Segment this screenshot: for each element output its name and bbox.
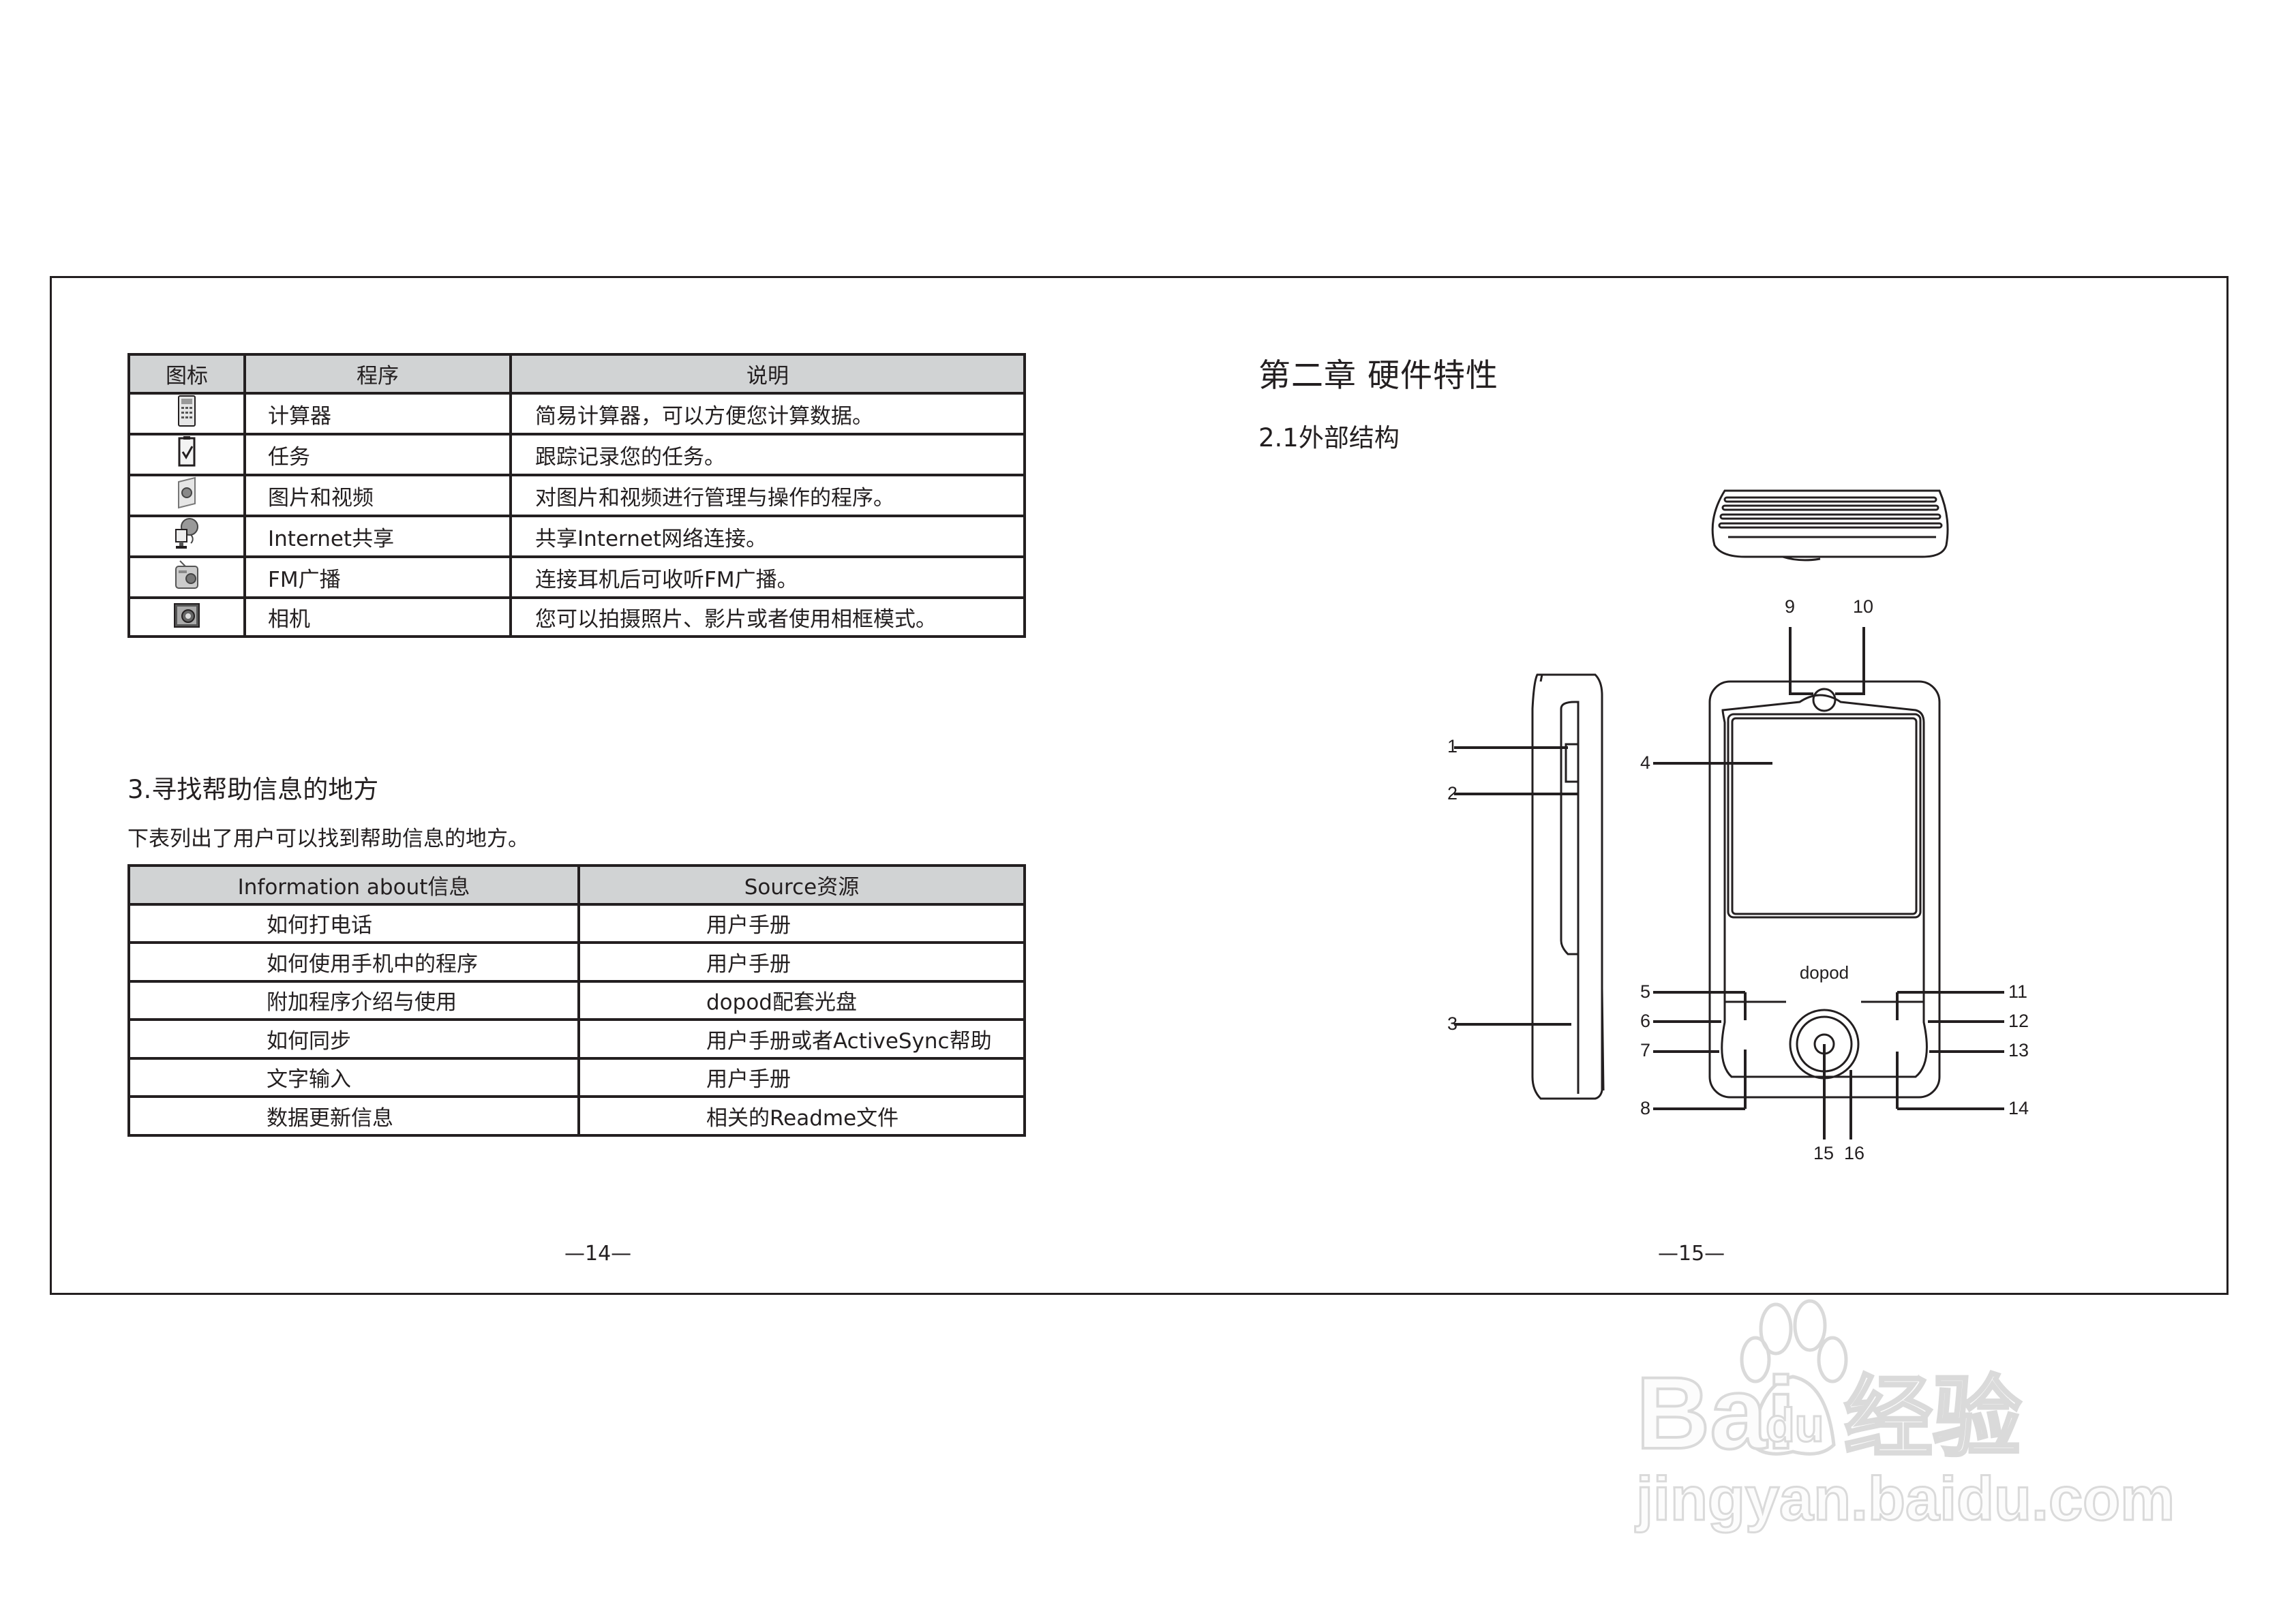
svg-text:dopod: dopod — [1800, 962, 1849, 983]
callout-14: 14 — [2008, 1098, 2029, 1118]
section-title: 3.寻找帮助信息的地方 — [127, 775, 379, 804]
camera-icon — [173, 600, 200, 635]
baidu-jingyan-watermark: Bai du 经验 jingyan.baidu.com — [1616, 1281, 2181, 1540]
pictures-videos-icon — [177, 476, 197, 515]
table-row: 如何打电话 用户手册 — [127, 902, 1026, 944]
table-row: 文字输入 用户手册 — [127, 1056, 1026, 1098]
header-information: Information about信息 — [127, 864, 580, 906]
callout-12: 12 — [2008, 1011, 2029, 1031]
callout-11: 11 — [2008, 981, 2028, 1002]
table-row: FM广播 连接耳机后可收听FM广播。 — [127, 555, 1026, 599]
program-name: 图片和视频 — [243, 474, 512, 517]
table-row: 计算器 简易计算器，可以方便您计算数据。 — [127, 392, 1026, 435]
program-name: 任务 — [243, 433, 512, 476]
info-cell: 文字输入 — [127, 1056, 580, 1098]
info-cell: 附加程序介绍与使用 — [127, 979, 580, 1021]
callout-4: 4 — [1640, 752, 1651, 773]
source-cell: 用户手册 — [577, 902, 1026, 944]
svg-text:经验: 经验 — [1844, 1366, 2021, 1469]
source-cell: 用户手册或者ActiveSync帮助 — [577, 1018, 1026, 1060]
help-sources-table: Information about信息 Source资源 如何打电话 用户手册 … — [127, 864, 1026, 1137]
callout-1: 1 — [1447, 736, 1458, 756]
svg-text:du: du — [1766, 1398, 1824, 1452]
source-cell: 用户手册 — [577, 941, 1026, 983]
table-header-row: Information about信息 Source资源 — [127, 864, 1026, 906]
callout-8: 8 — [1640, 1098, 1651, 1118]
table-row: 如何使用手机中的程序 用户手册 — [127, 941, 1026, 983]
callout-13: 13 — [2008, 1040, 2029, 1060]
tasks-icon — [177, 435, 197, 474]
table-row: 附加程序介绍与使用 dopod配套光盘 — [127, 979, 1026, 1021]
info-cell: 如何使用手机中的程序 — [127, 941, 580, 983]
source-cell: 用户手册 — [577, 1056, 1026, 1098]
source-cell: dopod配套光盘 — [577, 979, 1026, 1021]
program-description: 连接耳机后可收听FM广播。 — [509, 555, 1026, 599]
table-row: 数据更新信息 相关的Readme文件 — [127, 1095, 1026, 1137]
program-name: FM广播 — [243, 555, 512, 599]
program-description: 简易计算器，可以方便您计算数据。 — [509, 392, 1026, 435]
table-row: 相机 您可以拍摄照片、影片或者使用相框模式。 — [127, 596, 1026, 638]
fm-radio-icon — [173, 558, 200, 596]
section-description: 下表列出了用户可以找到帮助信息的地方。 — [127, 827, 529, 851]
program-description: 跟踪记录您的任务。 — [509, 433, 1026, 476]
page-number-left: —14— — [564, 1242, 632, 1266]
source-cell: 相关的Readme文件 — [577, 1095, 1026, 1137]
info-cell: 如何同步 — [127, 1018, 580, 1060]
callout-2: 2 — [1447, 783, 1458, 804]
header-icon: 图标 — [127, 353, 246, 395]
phone-exterior-diagram: dopod 1 2 3 4 5 6 7 8 9 10 11 12 13 14 1… — [1432, 470, 2086, 1165]
info-cell: 数据更新信息 — [127, 1095, 580, 1137]
table-header-row: 图标 程序 说明 — [127, 353, 1026, 395]
callout-10: 10 — [1853, 596, 1874, 617]
paw-logo-icon: Bai du 经验 jingyan.baidu.com — [1634, 1299, 2176, 1535]
phone-line-drawing: dopod — [1454, 489, 2004, 1139]
page-spread-frame — [50, 276, 2229, 1295]
program-name: 计算器 — [243, 392, 512, 435]
program-description: 对图片和视频进行管理与操作的程序。 — [509, 474, 1026, 517]
table-row: 如何同步 用户手册或者ActiveSync帮助 — [127, 1018, 1026, 1060]
header-program: 程序 — [243, 353, 512, 395]
program-name: Internet共享 — [243, 515, 512, 558]
program-name: 相机 — [243, 596, 512, 638]
callout-15: 15 — [1813, 1143, 1834, 1163]
internet-sharing-icon — [173, 517, 200, 555]
page-number-right: —15— — [1658, 1242, 1725, 1266]
svg-text:Bai: Bai — [1636, 1356, 1795, 1470]
calculator-icon — [177, 395, 197, 433]
table-row: 图片和视频 对图片和视频进行管理与操作的程序。 — [127, 474, 1026, 517]
callout-3: 3 — [1447, 1013, 1458, 1034]
header-description: 说明 — [509, 353, 1026, 395]
callout-9: 9 — [1785, 596, 1796, 617]
program-description: 共享Internet网络连接。 — [509, 515, 1026, 558]
svg-text:jingyan.baidu.com: jingyan.baidu.com — [1635, 1465, 2175, 1533]
callout-16: 16 — [1844, 1143, 1865, 1163]
header-source: Source资源 — [577, 864, 1026, 906]
info-cell: 如何打电话 — [127, 902, 580, 944]
callout-6: 6 — [1640, 1011, 1651, 1031]
subsection-title: 2.1外部结构 — [1258, 423, 1400, 453]
table-row: 任务 跟踪记录您的任务。 — [127, 433, 1026, 476]
programs-table: 图标 程序 说明 计算器 简易计算器，可以方便您计算数据。 任务 跟踪记录您的任… — [127, 353, 1026, 638]
chapter-title: 第二章 硬件特性 — [1258, 357, 1498, 395]
table-row: Internet共享 共享Internet网络连接。 — [127, 515, 1026, 558]
program-description: 您可以拍摄照片、影片或者使用相框模式。 — [509, 596, 1026, 638]
callout-5: 5 — [1640, 981, 1651, 1002]
callout-7: 7 — [1640, 1040, 1651, 1060]
